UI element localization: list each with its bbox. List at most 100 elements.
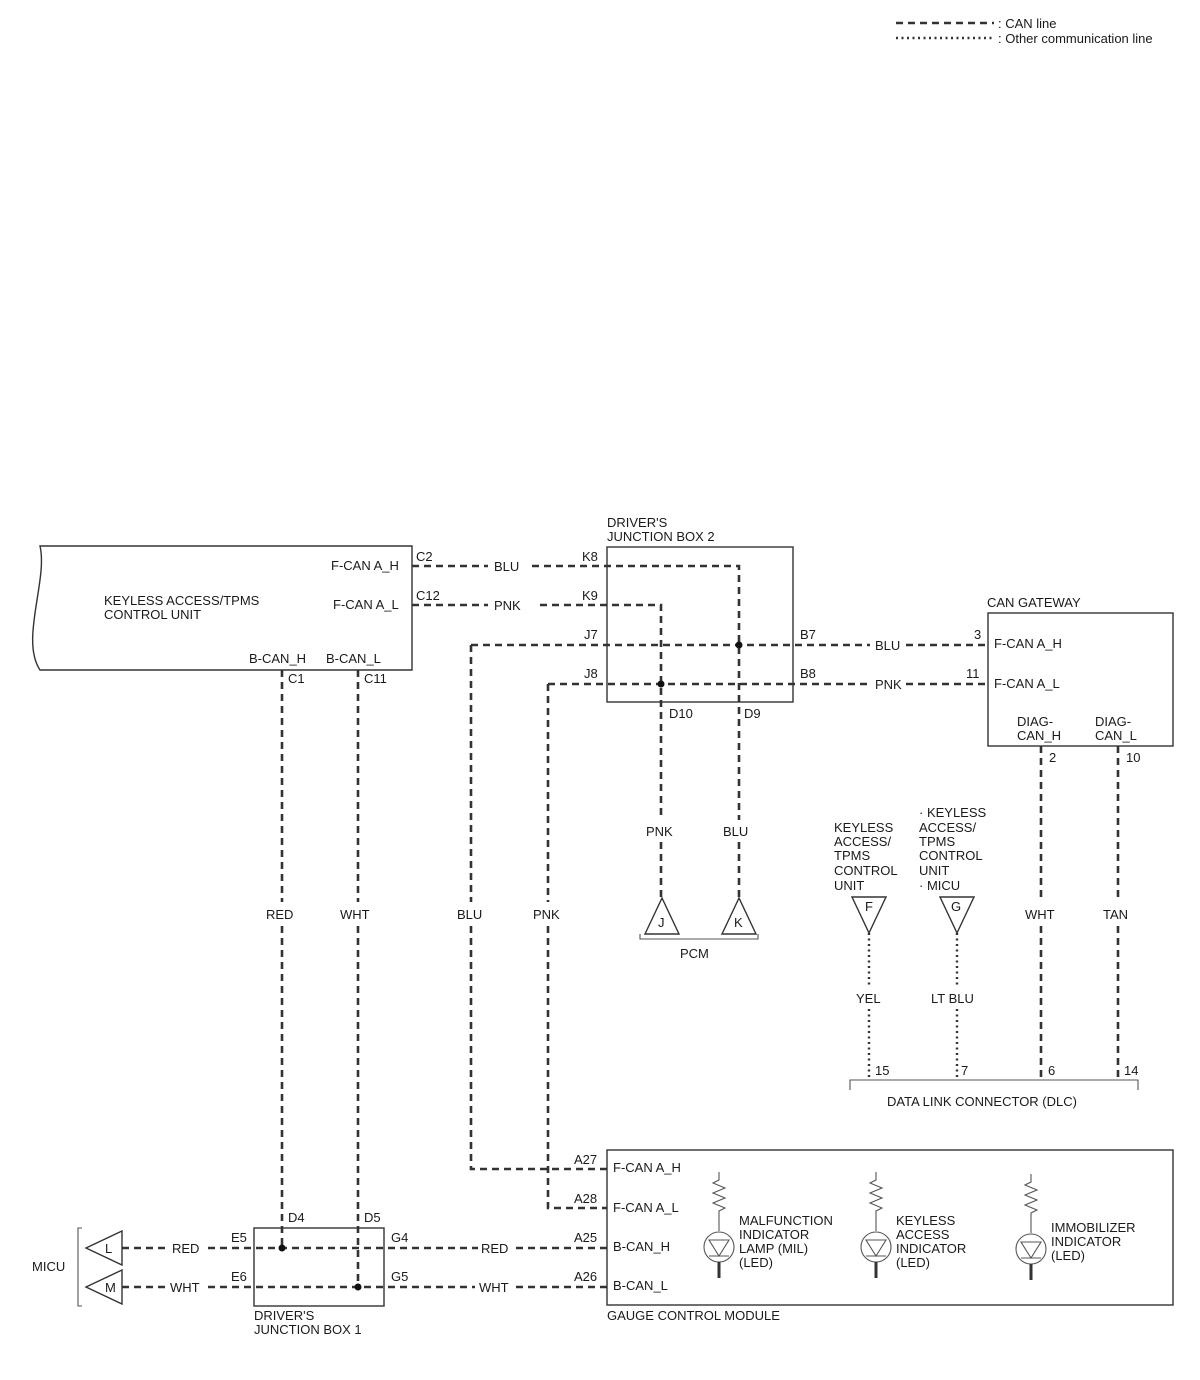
gateway-diag-h-1: DIAG- <box>1017 714 1053 729</box>
micu-bracket <box>77 1227 82 1307</box>
connector-f-group: KEYLESS ACCESS/ TPMS CONTROL UNIT F <box>834 820 898 935</box>
can-gateway: CAN GATEWAY F-CAN A_H F-CAN A_L DIAG- CA… <box>966 595 1174 765</box>
conn-g-line3: TPMS <box>919 834 955 849</box>
terminal-gw-2: 2 <box>1049 750 1056 765</box>
wire-label-blu-vertical: BLU <box>457 907 482 922</box>
keyless-ind-label-4: (LED) <box>896 1255 930 1270</box>
keyless-pin-fcan-h: F-CAN A_H <box>331 558 399 573</box>
jb1-name-1: DRIVER'S <box>254 1308 315 1323</box>
micu-conn-m-letter: M <box>105 1280 116 1295</box>
mil-led-circle <box>703 1231 735 1263</box>
terminal-e6: E6 <box>231 1269 247 1284</box>
keyless-pin-bcan-h: B-CAN_H <box>249 651 306 666</box>
gauge-control-module: GAUGE CONTROL MODULE F-CAN A_H F-CAN A_L… <box>574 1149 1174 1323</box>
terminal-k9: K9 <box>582 588 598 603</box>
can-gateway-name: CAN GATEWAY <box>987 595 1081 610</box>
wire-label-ltblu: LT BLU <box>931 991 974 1006</box>
legend: : CAN line : Other communication line <box>896 16 1153 46</box>
connector-f <box>850 896 888 935</box>
wire-label-blu-gateway: BLU <box>875 638 900 653</box>
conn-f-line5: UNIT <box>834 878 864 893</box>
conn-f-line4: CONTROL <box>834 863 898 878</box>
terminal-j7: J7 <box>584 627 598 642</box>
gateway-pin-fcan-h: F-CAN A_H <box>994 636 1062 651</box>
terminal-dlc-7: 7 <box>961 1063 968 1078</box>
micu-connector-l <box>84 1229 123 1267</box>
keyless-unit-box <box>31 545 413 671</box>
pcm-connector-j <box>643 896 681 935</box>
terminal-c12: C12 <box>416 588 440 603</box>
terminal-a26: A26 <box>574 1269 597 1284</box>
gateway-diag-l-2: CAN_L <box>1095 728 1137 743</box>
wire-label-wht-gauge: WHT <box>479 1280 509 1295</box>
wire-label-pnk-vertical: PNK <box>533 907 560 922</box>
terminal-dlc-6: 6 <box>1048 1063 1055 1078</box>
dlc-name: DATA LINK CONNECTOR (DLC) <box>887 1094 1077 1109</box>
keyless-unit-name-1: KEYLESS ACCESS/TPMS <box>104 593 260 608</box>
pcm-conn-j-letter: J <box>658 915 665 930</box>
conn-f-line1: KEYLESS <box>834 820 894 835</box>
conn-g-line4: CONTROL <box>919 848 983 863</box>
immobilizer-indicator-led-icon <box>1015 1174 1047 1280</box>
keyless-indicator-led-icon <box>860 1172 892 1278</box>
immobilizer-resistor <box>1023 1174 1039 1233</box>
keyless-unit-name-2: CONTROL UNIT <box>104 607 201 622</box>
other-communication-wires <box>867 933 959 1080</box>
jb1-box <box>253 1227 385 1307</box>
splice-points <box>278 641 743 1291</box>
terminal-d5: D5 <box>364 1210 381 1225</box>
can-gateway-box <box>987 612 1174 747</box>
wire-pnk-gauge-fcan-l <box>546 684 607 1210</box>
keyless-resistor <box>868 1172 884 1231</box>
mil-led-symbol <box>708 1239 730 1258</box>
micu-connector-m <box>84 1268 123 1306</box>
jb1-name-2: JUNCTION BOX 1 <box>254 1322 362 1337</box>
micu: MICU L M <box>32 1227 123 1307</box>
micu-conn-l-letter: L <box>105 1241 112 1256</box>
gauge-pin-bcan-l: B-CAN_L <box>613 1278 668 1293</box>
mil-label-4: (LED) <box>739 1255 773 1270</box>
terminal-dlc-15: 15 <box>875 1063 889 1078</box>
connector-g <box>938 896 976 935</box>
mil-resistor <box>711 1172 727 1231</box>
terminal-c11: C11 <box>364 671 387 686</box>
keyless-access-tpms-control-unit: KEYLESS ACCESS/TPMS CONTROL UNIT F-CAN A… <box>31 545 440 686</box>
wire-label-pnk-top: PNK <box>494 598 521 613</box>
gauge-box <box>606 1149 1174 1306</box>
wire-blu-c2-k8-d9 <box>412 564 741 898</box>
terminal-d9: D9 <box>744 706 761 721</box>
wire-label-yel: YEL <box>856 991 881 1006</box>
wire-label-tan-diag: TAN <box>1103 907 1128 922</box>
wire-label-wht-micu: WHT <box>170 1280 200 1295</box>
keyless-led-circle <box>860 1231 892 1263</box>
terminal-gw-10: 10 <box>1126 750 1140 765</box>
terminal-gw-11: 11 <box>966 666 980 681</box>
pcm: J K PCM <box>639 896 759 961</box>
immobilizer-label-2: INDICATOR <box>1051 1234 1121 1249</box>
mil-label-1: MALFUNCTION <box>739 1213 833 1228</box>
splice-pnk-jb2 <box>657 680 665 688</box>
wire-label-wht-vertical: WHT <box>340 907 370 922</box>
drivers-junction-box-1: DRIVER'S JUNCTION BOX 1 D4 D5 E5 E6 G4 G… <box>231 1210 408 1337</box>
conn-g-line2: ACCESS/ <box>919 820 976 835</box>
data-link-connector: DATA LINK CONNECTOR (DLC) 15 7 6 14 <box>849 1063 1139 1109</box>
wire-label-pnk-pcm: PNK <box>646 824 673 839</box>
splice-wht-jb1 <box>354 1283 362 1291</box>
wire-pnk-c12-k9-d10 <box>412 603 663 898</box>
immobilizer-led-symbol <box>1020 1241 1042 1260</box>
drivers-junction-box-2: DRIVER'S JUNCTION BOX 2 K8 K9 J7 J8 B7 B… <box>582 515 816 721</box>
gauge-name: GAUGE CONTROL MODULE <box>607 1308 780 1323</box>
wire-label-wht-diag: WHT <box>1025 907 1055 922</box>
mil-indicator-led-icon <box>703 1172 735 1278</box>
keyless-ind-label-2: ACCESS <box>896 1227 950 1242</box>
wire-label-blu-pcm: BLU <box>723 824 748 839</box>
gauge-pin-fcan-l: F-CAN A_L <box>613 1200 679 1215</box>
gateway-diag-l-1: DIAG- <box>1095 714 1131 729</box>
keyless-led-symbol <box>865 1239 887 1258</box>
wire-blu-gauge-fcan-h <box>469 645 607 1171</box>
gauge-pin-bcan-h: B-CAN_H <box>613 1239 670 1254</box>
keyless-pin-fcan-l: F-CAN A_L <box>333 597 399 612</box>
conn-f-letter: F <box>865 899 873 914</box>
terminal-c1: C1 <box>288 671 305 686</box>
